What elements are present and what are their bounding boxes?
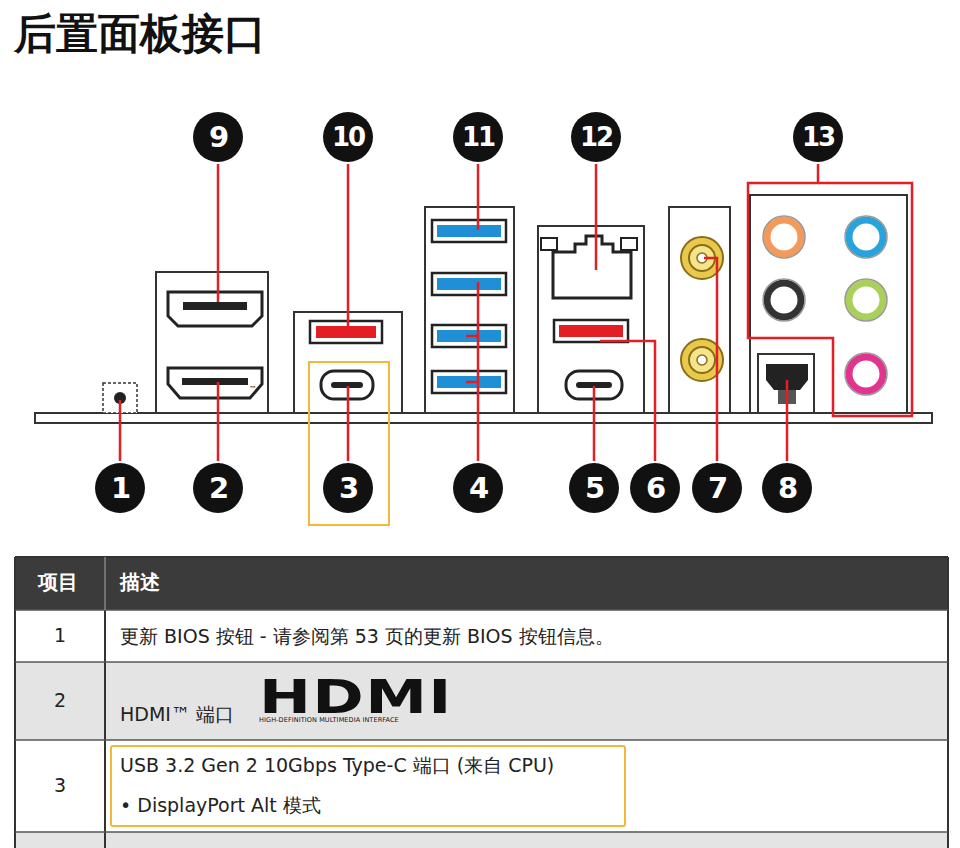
callout-number: 10: [323, 112, 373, 162]
table-cell: 更新 BIOS 按钮 - 请参阅第 53 页的更新 BIOS 按钮信息。: [120, 624, 614, 650]
callout-number: 7: [692, 463, 742, 513]
callout-number: 1: [95, 463, 145, 513]
table-cell: 1: [15, 624, 105, 646]
callout-number: 12: [571, 112, 621, 162]
hdmi-logo: HDMI: [259, 674, 453, 720]
callout-number: 13: [793, 112, 843, 162]
table-cell: 3: [15, 774, 105, 796]
callout-number: 8: [762, 463, 812, 513]
callout-number: 2: [193, 463, 243, 513]
callout-number: 4: [453, 463, 503, 513]
table-cell: • DisplayPort Alt 模式: [120, 793, 321, 819]
trademark-mark: ™: [249, 385, 257, 394]
page-title: 后置面板接口: [14, 6, 266, 62]
table-header: 项目: [38, 569, 78, 596]
callout-number: 3: [323, 463, 373, 513]
callout-number: 9: [193, 112, 243, 162]
callout-number: 11: [453, 112, 503, 162]
callout-number: 6: [630, 463, 680, 513]
table-cell: USB 3.2 Gen 2 10Gbps Type-C 端口 (来自 CPU): [120, 753, 554, 779]
hdmi-logo-subtitle: HIGH-DEFINITION MULTIMEDIA INTERFACE: [259, 716, 399, 724]
table-header: 描述: [120, 569, 160, 596]
callout-number: 5: [569, 463, 619, 513]
table-cell: 2: [15, 689, 105, 711]
table-cell: HDMI™ 端口: [120, 702, 234, 728]
